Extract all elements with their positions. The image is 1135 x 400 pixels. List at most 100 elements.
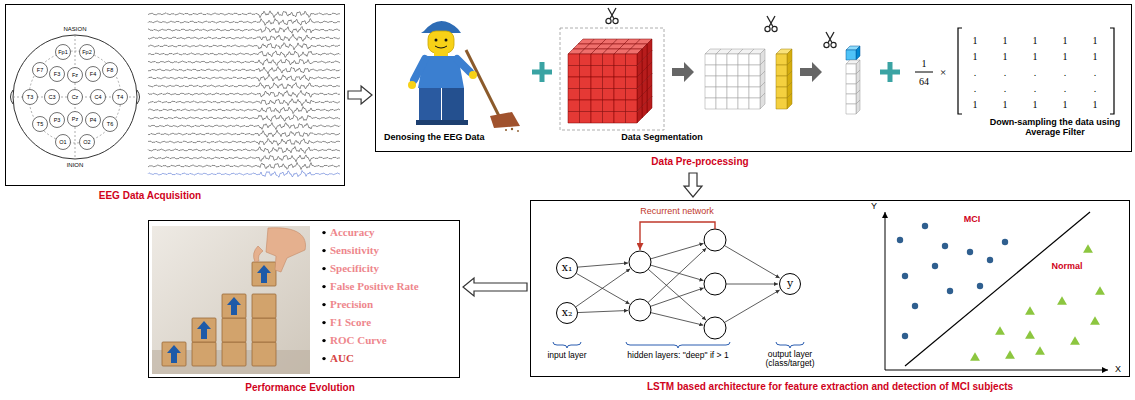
neuron-node: x₂ (556, 302, 578, 324)
layer-brace (626, 342, 730, 348)
segment-grid (727, 54, 738, 65)
scatter-points (1070, 336, 1080, 345)
scatter-points (942, 243, 948, 249)
eeg-data-cube (626, 66, 638, 78)
eeg-traces (148, 34, 340, 41)
segment-grid (716, 87, 727, 98)
metric-item: F1 Score (330, 316, 371, 328)
eeg-data-cube (591, 100, 603, 112)
matrix-cell: 1 (1093, 51, 1098, 62)
lego-figure (408, 21, 520, 132)
metric-item: Specificity (330, 262, 379, 274)
segment-column (846, 50, 856, 60)
segment-grid (716, 76, 727, 87)
electrode-head-map (50, 113, 65, 128)
stage-panel: EEG Data Acquisition (5, 4, 345, 204)
matrix-cell: . (1034, 83, 1037, 94)
scissors-icon (765, 16, 777, 32)
lego-figure (490, 112, 520, 128)
loop-label: Recurrent network (640, 207, 714, 217)
scatter-points (995, 326, 1005, 335)
segment-grid (749, 65, 760, 76)
scatter-points (922, 223, 928, 229)
matrix-cell: 1 (1033, 51, 1038, 62)
electrode-head-map (50, 67, 65, 82)
matrix-cell: 1 (1093, 99, 1098, 110)
list-bullet (322, 285, 325, 288)
eeg-data-cube (580, 77, 592, 89)
electrode-head-map (33, 63, 48, 78)
lego-figure (442, 88, 464, 122)
scatter-points (1095, 286, 1105, 295)
eeg-data-cube (568, 100, 580, 112)
electrode-label: F3 (54, 71, 60, 77)
electrode-head-map (56, 135, 71, 150)
eeg-traces (148, 11, 340, 177)
eeg-data-cube (614, 89, 626, 101)
eeg-data-cube (626, 89, 638, 101)
growth-photo (167, 265, 271, 363)
lego-figure (414, 59, 425, 80)
scatter-points (1025, 306, 1035, 315)
scatter-points (1025, 330, 1035, 339)
segment-column (856, 100, 860, 114)
neuron-label: y (787, 278, 793, 290)
matrix-cell: 1 (1093, 35, 1098, 46)
segment-column (846, 94, 856, 104)
eeg-data-cube (603, 89, 615, 101)
segment-grid (749, 98, 760, 109)
segment-column (846, 84, 856, 94)
fraction-number: 1 (922, 58, 927, 69)
eeg-data-cube (626, 112, 638, 124)
eeg-traces (148, 11, 340, 18)
segment-grid (705, 76, 716, 87)
lego-figure (442, 120, 468, 125)
lego-figure (505, 129, 507, 131)
block-arrow (463, 278, 527, 296)
growth-photo (222, 318, 246, 342)
segment-column (846, 64, 856, 74)
lego-figure (416, 120, 442, 125)
segment-grid (776, 65, 787, 76)
electrode-label: Cz (72, 94, 79, 100)
growth-photo (252, 342, 276, 366)
eeg-traces (148, 138, 340, 145)
eeg-data-cube (603, 100, 615, 112)
electrode-label: Fp2 (82, 49, 91, 55)
electrode-head-map (68, 90, 83, 105)
lego-figure (435, 46, 447, 48)
electrode-head-map (103, 63, 118, 78)
scatter-axes (885, 212, 1108, 370)
neuron-label: x₁ (562, 262, 573, 274)
scatter-points (977, 283, 983, 289)
segment-grid (749, 87, 760, 98)
list-bullet (322, 267, 325, 270)
eeg-traces (148, 83, 340, 89)
scatter-points (932, 263, 938, 269)
neural-network (704, 229, 726, 251)
lego-figure (457, 59, 470, 72)
neural-network (629, 251, 651, 273)
axis-label: X (1115, 365, 1121, 375)
eeg-traces (148, 67, 340, 74)
growth-photo (192, 318, 216, 342)
eeg-data-cube (580, 100, 592, 112)
step-arrow (800, 62, 822, 82)
layer-label: hidden layers: "deep" if > 1 (627, 351, 728, 360)
eeg-data-cube (603, 54, 615, 66)
electrode-label: C4 (94, 94, 101, 100)
panel-frame (530, 200, 1130, 377)
lego-figure (428, 31, 454, 53)
stage-panel: LSTM based architecture for feature extr… (530, 200, 1130, 395)
growth-photo (162, 262, 276, 366)
segment-grid (727, 76, 738, 87)
eeg-data-cube (580, 54, 592, 66)
eeg-data-cube (580, 89, 592, 101)
panel-caption: Data Pre-processing (651, 156, 748, 168)
neural-network (704, 317, 726, 339)
matrix-cell: . (1034, 67, 1037, 78)
growth-photo (257, 265, 271, 283)
